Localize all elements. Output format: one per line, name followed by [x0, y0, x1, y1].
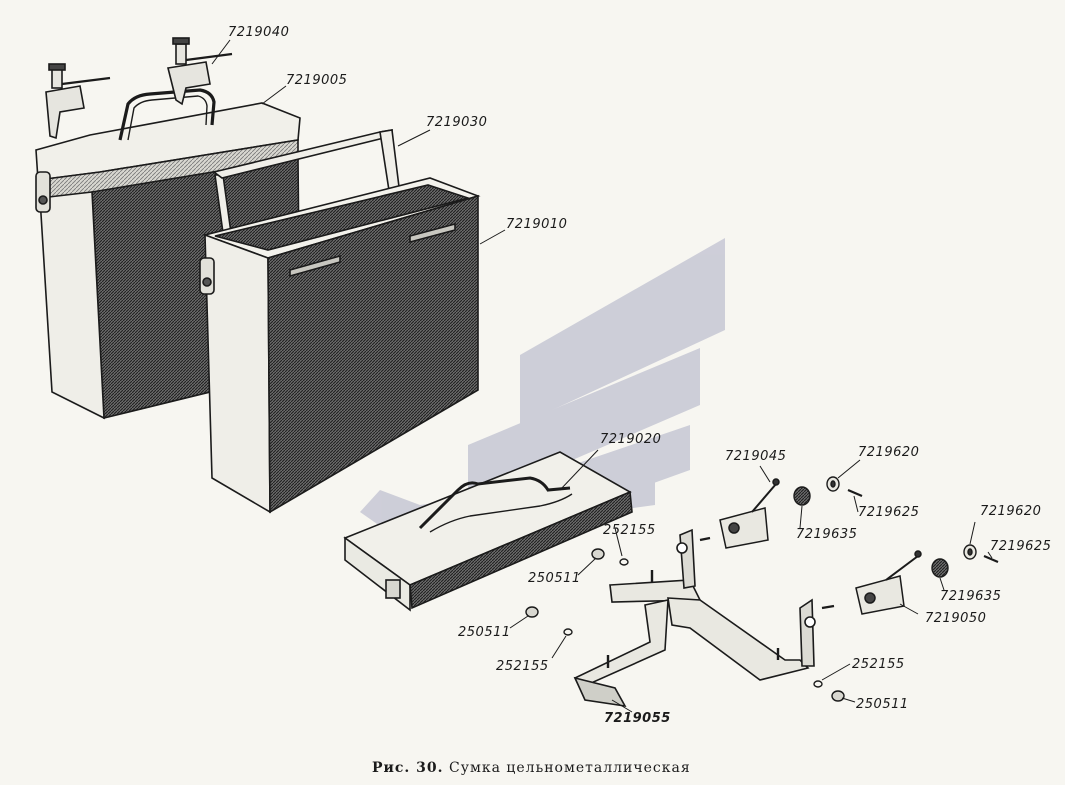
- nut-250511-b: [525, 606, 539, 618]
- label-7219050: 7219050: [925, 611, 987, 626]
- washer-252155-c: [813, 680, 823, 688]
- frame-7219030: [212, 129, 401, 241]
- label-7219625-a: 7219625: [858, 505, 920, 520]
- figure-caption: Рис. 30. Сумка цельнометаллическая: [372, 760, 691, 776]
- label-7219625-b: 7219625: [990, 539, 1052, 554]
- label-7219620-b: 7219620: [980, 504, 1042, 519]
- washer-252155-b: [563, 628, 573, 636]
- pin-7219625-a: [847, 488, 863, 498]
- bracket-7219055: [573, 528, 835, 708]
- label-7219620-a: 7219620: [858, 445, 920, 460]
- label-250511-b: 250511: [458, 625, 511, 640]
- nut-250511-a: [591, 548, 605, 560]
- label-252155-c: 252155: [852, 657, 905, 672]
- label-252155-a: 252155: [603, 523, 656, 538]
- label-7219635-b: 7219635: [940, 589, 1002, 604]
- label-7219055: 7219055: [604, 711, 671, 726]
- label-7219045: 7219045: [725, 449, 787, 464]
- clamp-7219050: [855, 550, 922, 615]
- figure-number: Рис. 30.: [372, 760, 444, 776]
- label-250511-a: 250511: [528, 571, 581, 586]
- spring-7219635-b: [931, 558, 949, 578]
- label-7219020: 7219020: [600, 432, 662, 447]
- clamp-bolts-7219040: [45, 37, 233, 140]
- lid-7219020: [343, 451, 633, 612]
- label-252155-b: 252155: [496, 659, 549, 674]
- bag-body-7219010: [199, 177, 481, 514]
- nut-7219620-a: [826, 476, 840, 492]
- label-7219030: 7219030: [426, 115, 488, 130]
- label-7219005: 7219005: [286, 73, 348, 88]
- leader-lines: [211, 39, 993, 713]
- pin-7219625-b: [983, 554, 999, 564]
- label-7219010: 7219010: [506, 217, 568, 232]
- washer-252155-a: [619, 558, 629, 566]
- label-250511-c: 250511: [856, 697, 909, 712]
- label-7219040: 7219040: [228, 25, 290, 40]
- nut-7219620-b: [963, 544, 977, 560]
- spring-7219635-a: [793, 486, 811, 506]
- nut-250511-c: [831, 690, 845, 702]
- clamp-7219045: [719, 478, 780, 549]
- figure-title: Сумка цельнометаллическая: [449, 760, 691, 776]
- label-7219635-a: 7219635: [796, 527, 858, 542]
